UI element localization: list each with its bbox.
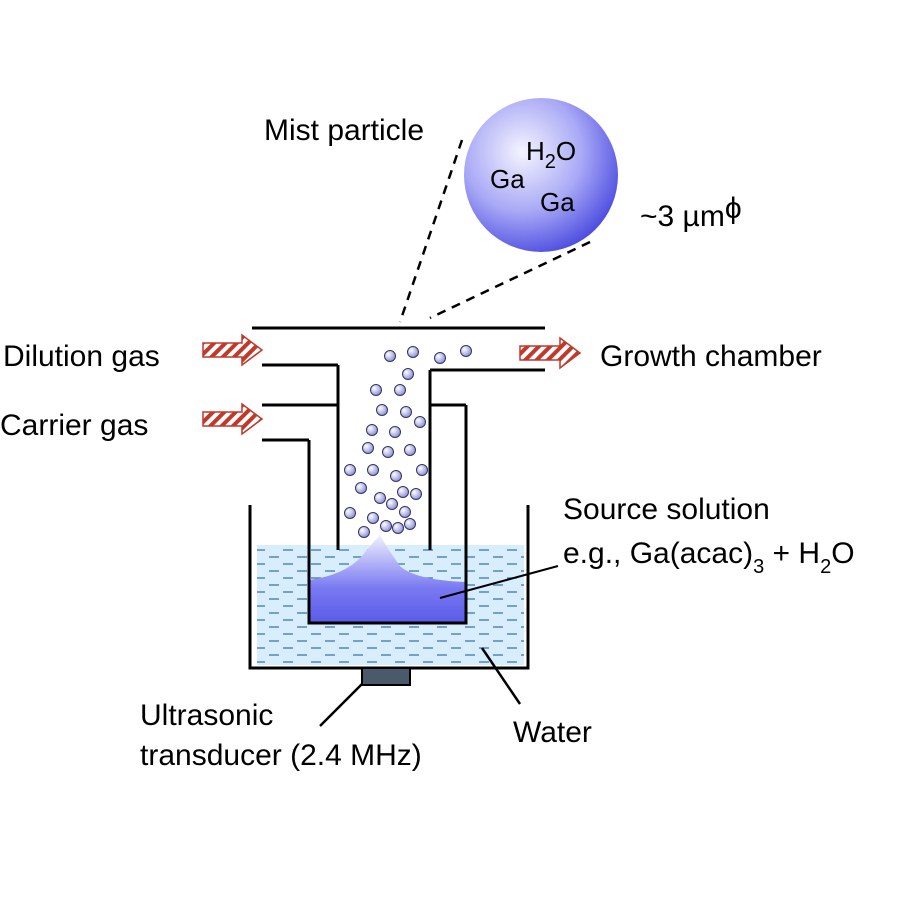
mist-droplets xyxy=(344,345,472,538)
mist-droplet xyxy=(389,426,401,438)
growth-chamber-arrow xyxy=(519,336,582,370)
mist-droplet xyxy=(380,520,392,532)
mist-droplet xyxy=(370,384,382,396)
mist-droplet xyxy=(344,464,356,476)
zoom-line-right xyxy=(429,240,591,320)
source-example-label: e.g., Ga(acac)3 + H2O xyxy=(563,537,855,578)
mist-droplet xyxy=(400,406,412,418)
source-solution-label: Source solution xyxy=(563,493,770,526)
dilution-gas-arrow xyxy=(202,333,264,367)
zoom-line-left xyxy=(398,139,464,323)
mist-droplet xyxy=(460,345,472,357)
gas-pipes xyxy=(252,326,545,442)
growth-chamber-label: Growth chamber xyxy=(600,340,822,373)
carrier-gas-label: Carrier gas xyxy=(0,409,148,442)
mist-droplet xyxy=(397,486,409,498)
mist-droplet xyxy=(394,384,406,396)
transducer-label-line1: Ultrasonic xyxy=(140,699,273,732)
dilution-gas-label: Dilution gas xyxy=(3,340,160,373)
mist-droplet xyxy=(434,352,446,364)
mist-droplet xyxy=(407,346,419,358)
mist-droplet xyxy=(404,444,416,456)
mist-droplet xyxy=(382,446,394,458)
particle-ga-1: Ga xyxy=(490,164,525,194)
mist-droplet xyxy=(367,464,379,476)
mist-droplet xyxy=(392,522,404,534)
container-wall xyxy=(307,405,468,625)
mist-droplet xyxy=(404,518,416,530)
mist-droplet xyxy=(344,507,356,519)
mist-particle-zoom: Ga H2O Ga xyxy=(464,98,618,252)
mist-droplet xyxy=(416,464,428,476)
water-label: Water xyxy=(513,716,592,749)
mist-droplet xyxy=(410,488,422,500)
particle-ga-2: Ga xyxy=(540,187,575,217)
particle-size-label: ~3 µmϕ xyxy=(640,192,742,233)
mist-droplet xyxy=(366,424,378,436)
mist-droplet xyxy=(402,368,414,380)
mist-droplet xyxy=(384,350,396,362)
mist-droplet xyxy=(367,512,379,524)
particle-h2o: H2O xyxy=(526,136,576,173)
carrier-gas-arrow xyxy=(202,402,264,436)
source-solution xyxy=(309,535,466,623)
water-leader-line xyxy=(480,647,522,705)
mist-droplet xyxy=(390,470,402,482)
mist-droplet xyxy=(362,442,374,454)
mist-droplet xyxy=(414,416,426,428)
mist-droplet xyxy=(399,506,411,518)
mist-droplet xyxy=(386,498,398,510)
source-container xyxy=(307,405,468,625)
mist-droplet xyxy=(374,492,386,504)
flow-arrows xyxy=(202,333,582,436)
ultrasonic-transducer xyxy=(361,667,411,686)
mist-droplet xyxy=(376,404,388,416)
transducer-leader-line xyxy=(319,683,363,727)
mist-particle-label: Mist particle xyxy=(264,114,424,147)
mist-particle-sphere xyxy=(464,98,618,252)
mist-droplet xyxy=(355,482,367,494)
source-leader-line xyxy=(439,565,559,599)
transducer-label-line2: transducer (2.4 MHz) xyxy=(140,739,422,772)
mist-droplet xyxy=(358,526,370,538)
